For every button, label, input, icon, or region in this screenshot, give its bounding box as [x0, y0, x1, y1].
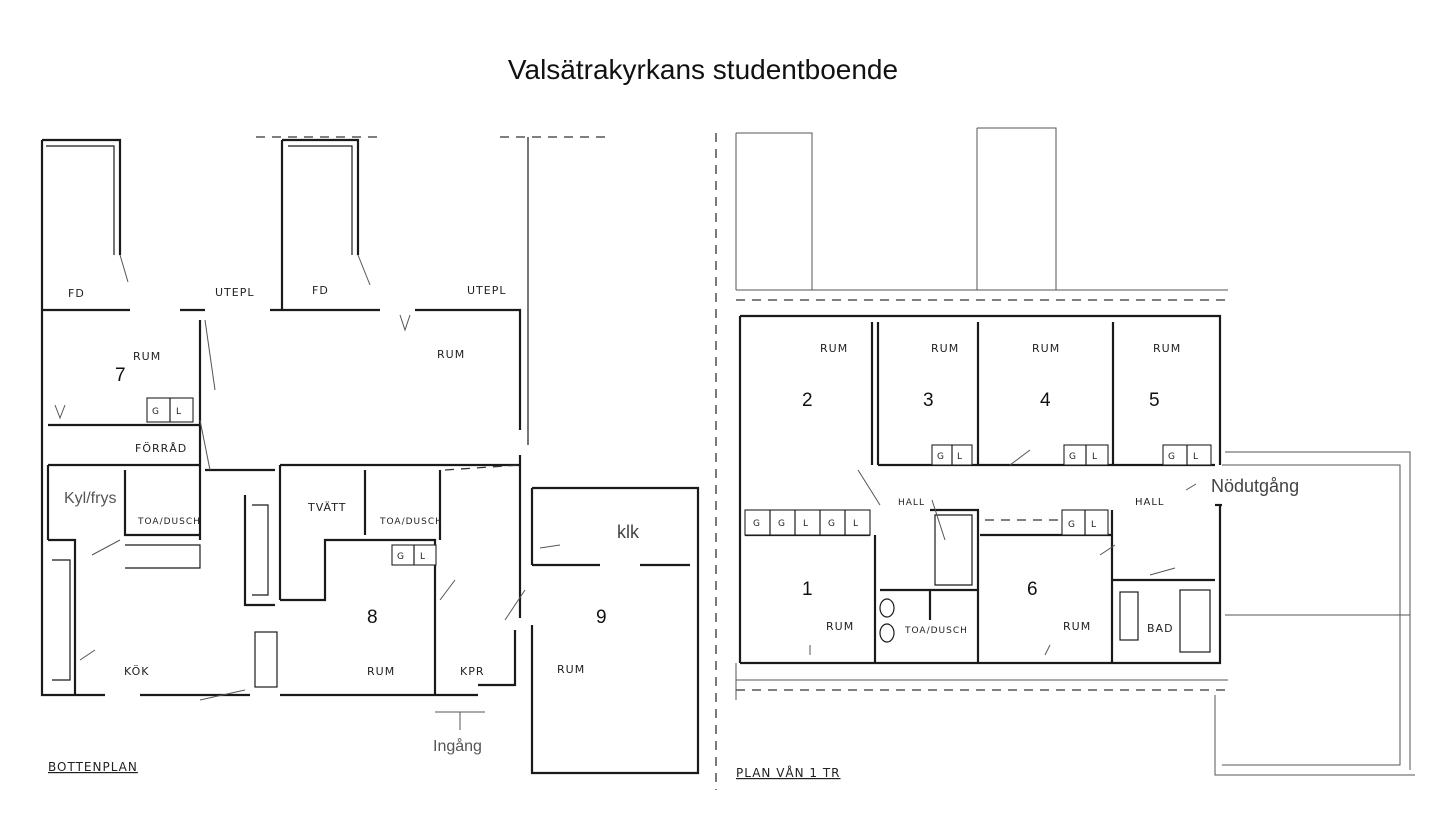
svg-text:G: G — [1068, 520, 1075, 530]
label-ingang: Ingång — [433, 737, 482, 755]
label-utepl-left: UTEPL — [215, 286, 254, 299]
label-rum-3: RUM — [931, 342, 959, 355]
label-rum-big: RUM — [437, 348, 465, 361]
label-kylfrys: Kyl/frys — [64, 490, 116, 507]
label-fd-mid: FD — [312, 284, 329, 297]
label-hall-right: HALL — [1135, 497, 1165, 508]
room-number-2: 2 — [802, 390, 813, 411]
upper-floor-plan: G L G L G L G G L G L G L — [735, 127, 1415, 780]
room-number-9: 9 — [596, 607, 607, 628]
svg-text:L: L — [1092, 452, 1097, 462]
label-fd-left: FD — [68, 287, 85, 300]
label-rum-6: RUM — [1063, 620, 1091, 633]
svg-text:G: G — [152, 407, 159, 417]
label-toa-dusch-mid: TOA/DUSCH — [379, 517, 443, 527]
label-kok: KÖK — [124, 665, 149, 678]
svg-text:L: L — [1193, 452, 1198, 462]
room-number-3: 3 — [923, 390, 934, 411]
label-rum-5: RUM — [1153, 342, 1181, 355]
label-utepl-right: UTEPL — [467, 284, 506, 297]
label-klk: klk — [617, 522, 640, 542]
label-rum-8: RUM — [367, 665, 395, 678]
label-rum-9: RUM — [557, 663, 585, 676]
svg-text:L: L — [420, 552, 425, 562]
svg-text:L: L — [1091, 520, 1096, 530]
upper-floor-plan-label: PLAN VÅN 1 TR — [736, 765, 841, 780]
label-bad: BAD — [1147, 622, 1174, 635]
svg-text:L: L — [803, 519, 808, 529]
label-tvatt: TVÄTT — [307, 501, 346, 514]
room-number-4: 4 — [1040, 390, 1051, 411]
label-toa-dusch-left: TOA/DUSCH — [137, 517, 201, 527]
room-number-7: 7 — [115, 365, 126, 386]
label-rum-1: RUM — [826, 620, 854, 633]
label-toa-dusch-upper: TOA/DUSCH — [904, 626, 968, 636]
label-rum-2: RUM — [820, 342, 848, 355]
label-rum-7: RUM — [133, 350, 161, 363]
svg-text:G: G — [753, 519, 760, 529]
label-rum-4: RUM — [1032, 342, 1060, 355]
label-forrad: FÖRRÅD — [135, 442, 187, 455]
room-number-6: 6 — [1027, 579, 1038, 600]
ground-floor-plan: G L G L — [40, 136, 700, 775]
room-number-5: 5 — [1149, 390, 1160, 411]
svg-text:G: G — [828, 519, 835, 529]
svg-text:L: L — [853, 519, 858, 529]
label-nodutgang: Nödutgång — [1211, 476, 1299, 496]
svg-text:G: G — [1069, 452, 1076, 462]
svg-text:G: G — [1168, 452, 1175, 462]
ground-floor-plan-label: BOTTENPLAN — [48, 760, 138, 774]
room-number-8: 8 — [367, 607, 378, 628]
svg-text:L: L — [957, 452, 962, 462]
svg-text:G: G — [397, 552, 404, 562]
room-number-1: 1 — [802, 579, 813, 600]
label-hall-left: HALL — [898, 498, 925, 508]
label-kpr: KPR — [460, 665, 485, 678]
page-title: Valsätrakyrkans studentboende — [508, 54, 898, 85]
svg-text:G: G — [937, 452, 944, 462]
svg-text:L: L — [176, 407, 181, 417]
svg-text:G: G — [778, 519, 785, 529]
